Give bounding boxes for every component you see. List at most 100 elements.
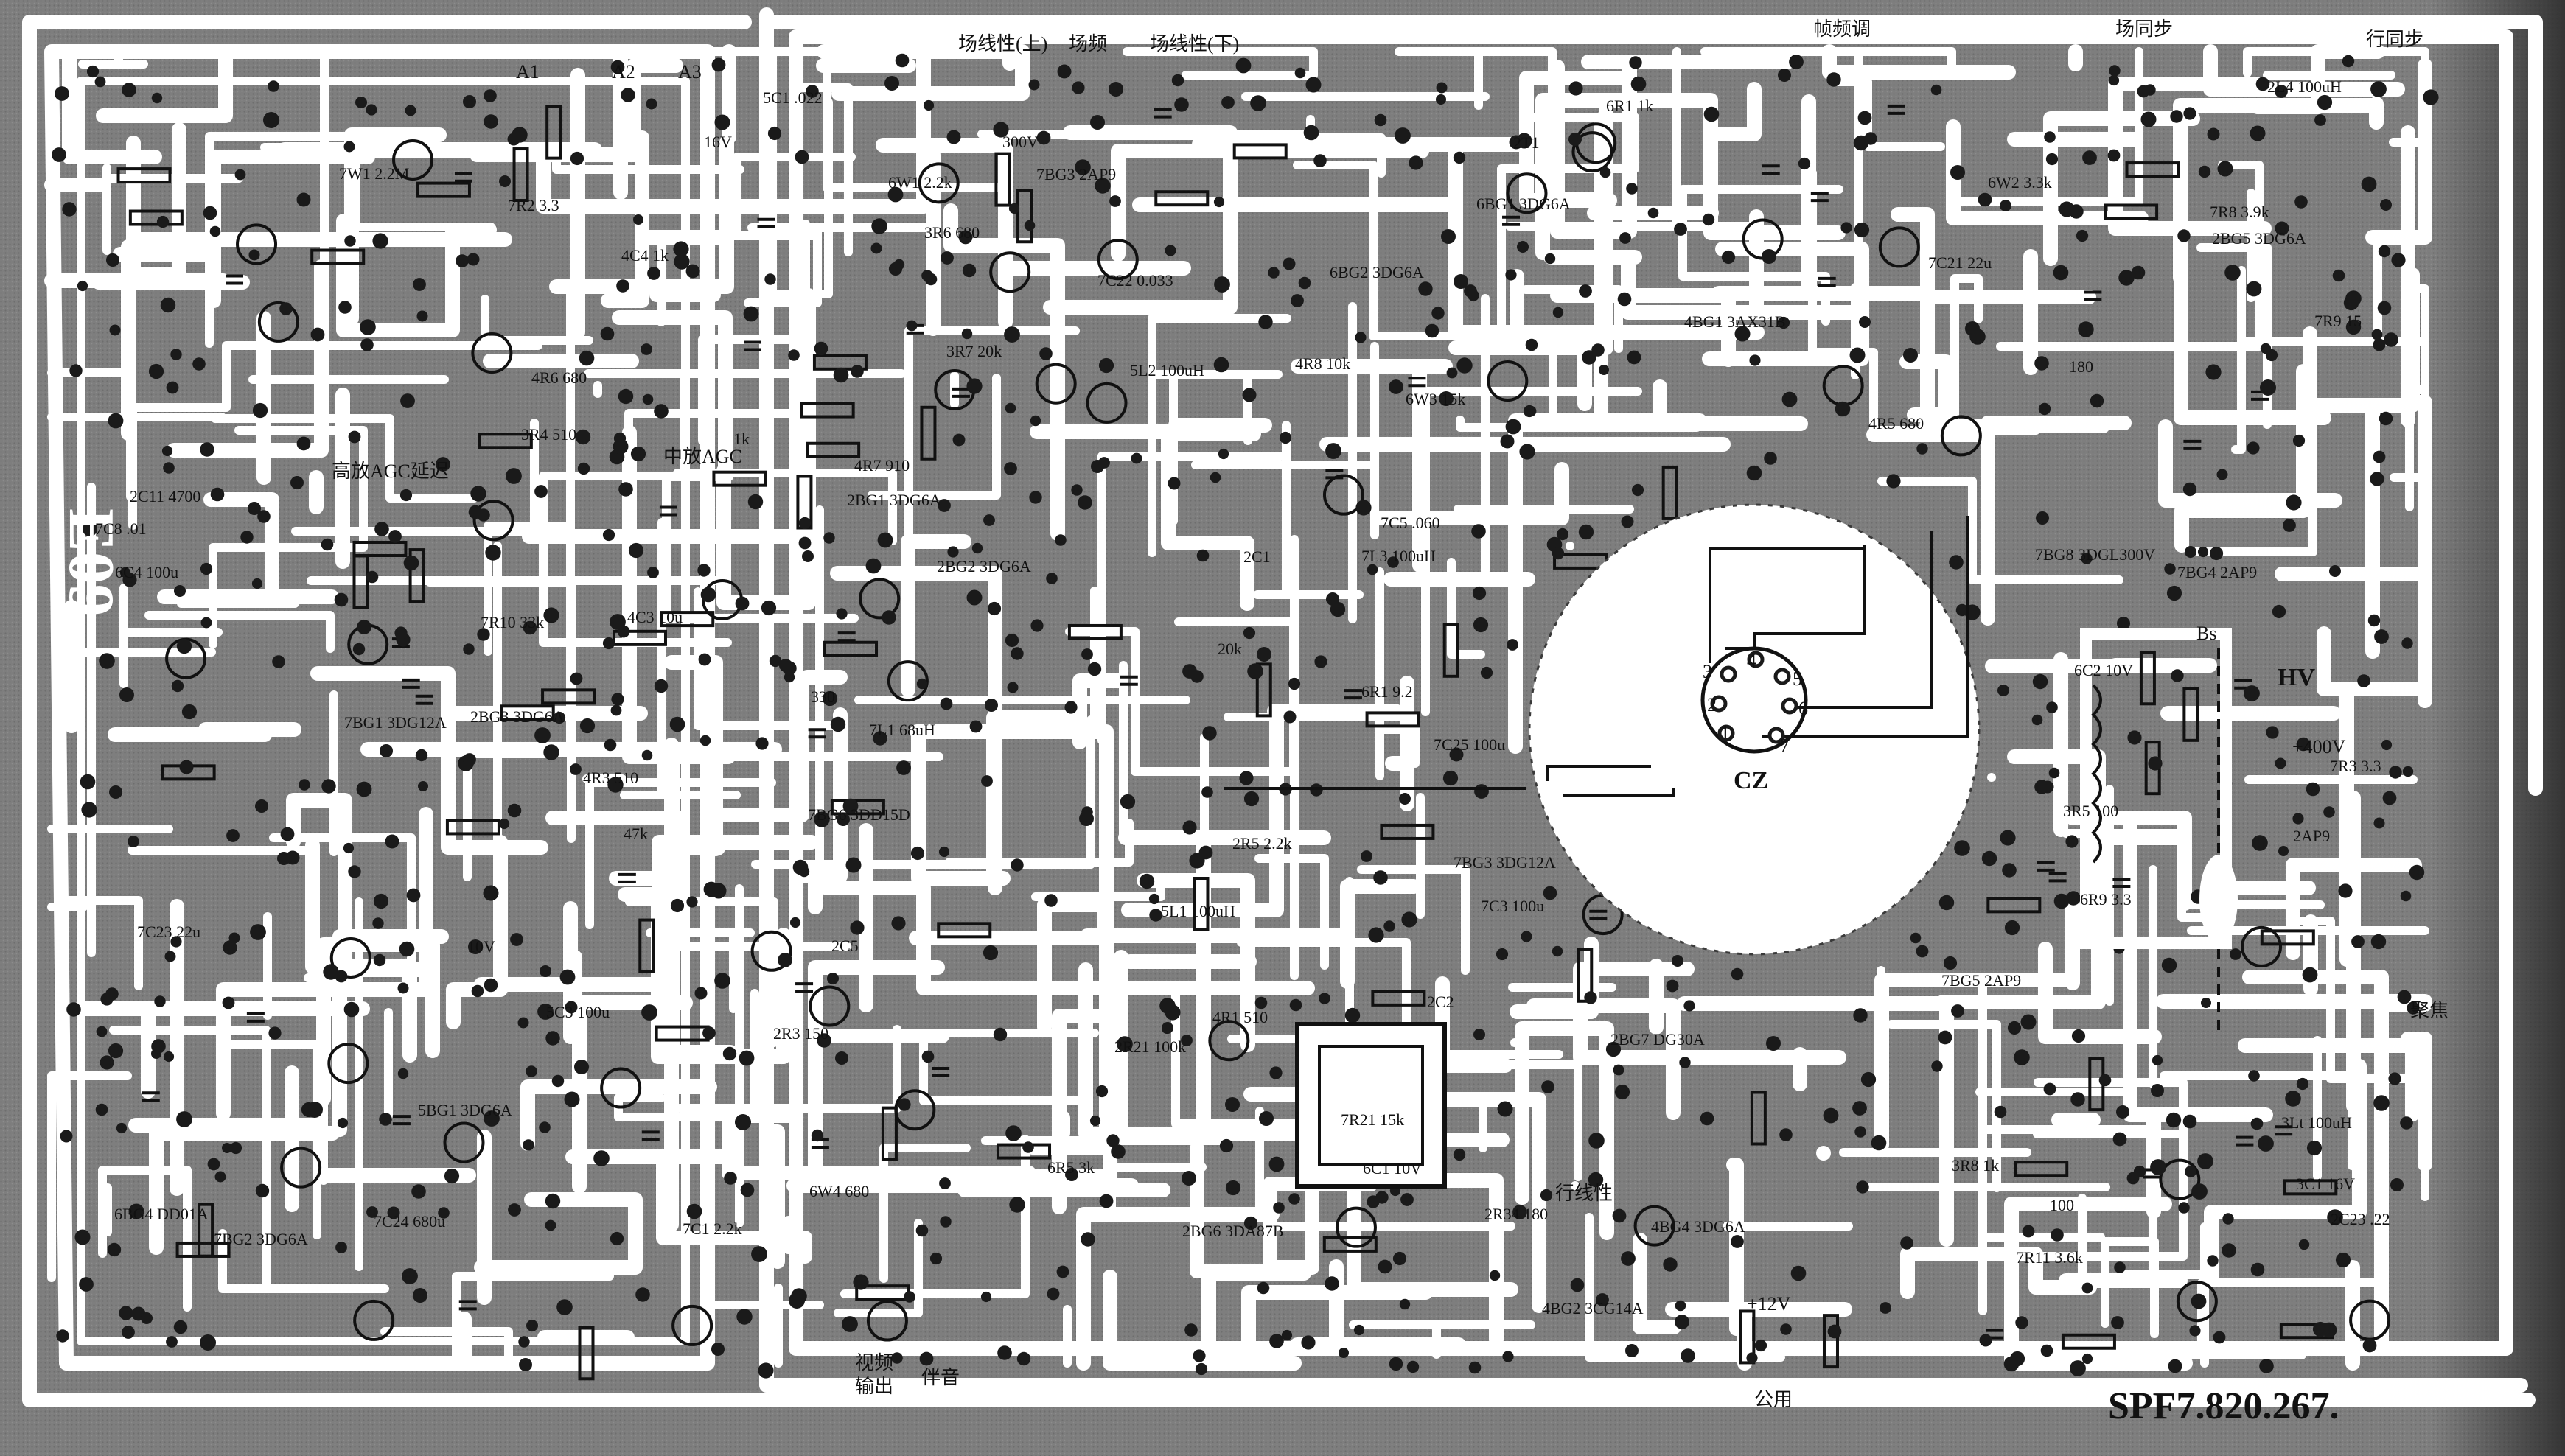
solder-pad: [2038, 402, 2051, 416]
component-label: 5C1 .022: [763, 88, 823, 107]
solder-pad: [891, 1352, 903, 1364]
copper-trace: [1822, 44, 2016, 80]
solder-pad: [1009, 1197, 1025, 1213]
resistor-outline: [310, 248, 366, 265]
solder-pad: [1225, 1180, 1241, 1196]
solder-pad: [1165, 245, 1176, 256]
solder-pad: [842, 1316, 858, 1332]
solder-pad: [1201, 786, 1213, 798]
solder-pad: [2400, 1116, 2413, 1130]
solder-pad: [1243, 1216, 1258, 1231]
transistor-outline: [1335, 1206, 1377, 1248]
solder-pad: [484, 114, 498, 129]
copper-trace: [1955, 47, 2143, 206]
transistor-outline: [1940, 415, 1982, 457]
solder-pad: [2260, 343, 2272, 354]
solder-pad: [200, 562, 213, 575]
resistor-outline: [994, 152, 1011, 207]
solder-pad: [2043, 1082, 2056, 1096]
solder-pad: [2361, 176, 2377, 192]
copper-trace: [614, 989, 759, 1121]
component-label: 4C3 10u: [627, 608, 683, 626]
component-label: 7C8 .01: [95, 519, 147, 538]
solder-pad: [255, 1183, 270, 1198]
component-label: 7BG3 2AP9: [1036, 165, 1116, 183]
resistor-outline: [830, 799, 885, 816]
copper-trace: [157, 492, 339, 604]
solder-pad: [836, 608, 848, 620]
solder-pad: [1505, 269, 1517, 281]
solder-pad: [234, 169, 246, 181]
component-label: 180: [2069, 357, 2093, 376]
solder-pad: [1746, 465, 1762, 481]
copper-trace: [759, 1014, 785, 1269]
solder-pad: [2373, 817, 2385, 829]
solder-pad: [798, 536, 812, 550]
solder-pad: [463, 643, 475, 655]
solder-pad: [164, 951, 176, 962]
solder-pad: [355, 97, 367, 108]
solder-pad: [904, 1291, 915, 1303]
solder-pad: [1731, 1235, 1744, 1248]
solder-pad: [343, 842, 355, 854]
solder-pad: [1168, 477, 1181, 490]
copper-trace: [216, 807, 433, 1121]
solder-pad: [543, 607, 559, 623]
solder-pad: [1395, 127, 1411, 144]
solder-pad: [1218, 448, 1229, 460]
solder-pad: [2168, 1359, 2182, 1373]
component-label: 4R6 680: [531, 368, 587, 387]
component-label: 7R9 15: [2314, 312, 2362, 330]
transistor-outline: [1633, 1205, 1675, 1247]
solder-pad: [602, 528, 615, 542]
copper-trace: [2275, 491, 2432, 581]
solder-pad: [1556, 528, 1569, 541]
solder-pad: [877, 532, 893, 548]
solder-pad: [1030, 415, 1041, 427]
component-label: 2T1: [1513, 133, 1539, 152]
solder-pad: [764, 273, 776, 285]
solder-pad: [1039, 347, 1053, 360]
solder-pad: [463, 753, 476, 766]
solder-pad: [2266, 726, 2279, 739]
solder-pad: [2051, 1228, 2064, 1242]
copper-trace: [96, 44, 303, 123]
solder-pad: [540, 965, 551, 977]
resistor-outline: [2139, 651, 2156, 706]
solder-pad: [1046, 573, 1058, 584]
solder-pad: [1109, 195, 1121, 207]
solder-pad: [81, 802, 97, 818]
solder-pad: [1325, 1276, 1339, 1291]
solder-pad: [1853, 1008, 1868, 1023]
solder-pad: [2286, 494, 2302, 511]
capacitor-outline: [1120, 675, 1138, 686]
solder-pad: [1631, 483, 1644, 497]
solder-pad: [2182, 1114, 2197, 1129]
solder-pad: [798, 517, 812, 530]
solder-pad: [1779, 1128, 1793, 1141]
solder-pad: [788, 349, 800, 361]
solder-pad: [811, 1129, 824, 1142]
solder-pad: [366, 570, 379, 584]
copper-trace: [380, 1327, 513, 1368]
solder-pad: [1028, 79, 1040, 91]
solder-pad: [1675, 1300, 1686, 1312]
solder-pad: [2152, 1054, 2163, 1066]
solder-pad: [1619, 232, 1631, 244]
solder-pad: [181, 704, 198, 720]
component-label: 4R5 680: [1868, 414, 1924, 433]
component-label: 2C11 4700: [130, 487, 200, 505]
solder-pad: [1502, 1351, 1514, 1362]
solder-pad: [2191, 1183, 2208, 1200]
solder-pad: [1247, 663, 1263, 679]
solder-pad: [1588, 1172, 1604, 1188]
solder-pad: [1584, 991, 1597, 1004]
crt-socket-area: 1 2 3 4 5 6 7 CZ: [1224, 503, 1981, 956]
component-label: 4R7 910: [854, 456, 910, 475]
component-label: 7BG1 3DG12A: [344, 713, 447, 732]
solder-pad: [2048, 767, 2060, 779]
solder-pad: [214, 1171, 226, 1183]
solder-pad: [842, 798, 859, 814]
solder-pads: [52, 53, 2439, 1379]
solder-pad: [402, 1268, 418, 1284]
